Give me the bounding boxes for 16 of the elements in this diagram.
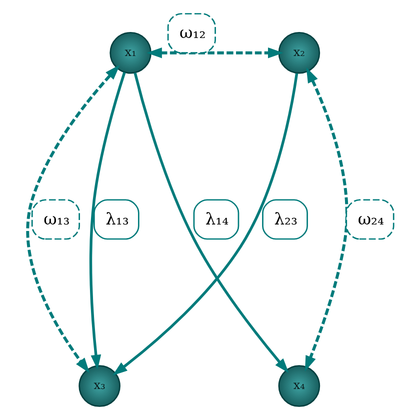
- arrow: [112, 73, 298, 376]
- node-circle: x₃: [78, 365, 120, 407]
- node-circle: x₁: [109, 32, 151, 74]
- edge-label: ω₁₃: [43, 209, 70, 228]
- arrow: [146, 47, 283, 58]
- edge-label: λ₂₃: [274, 209, 297, 228]
- edge-label: ω₁₂: [179, 23, 206, 42]
- arrow: [88, 72, 126, 370]
- edge-label: ω₂₄: [357, 209, 384, 228]
- node-circle: x₂: [278, 32, 320, 74]
- node-circle: x₄: [278, 365, 320, 407]
- arrow: [133, 72, 288, 374]
- edge-label: λ₁₄: [204, 209, 228, 228]
- edge-label: λ₁₃: [105, 209, 128, 228]
- arrow: [304, 67, 348, 372]
- arrow: [26, 64, 120, 374]
